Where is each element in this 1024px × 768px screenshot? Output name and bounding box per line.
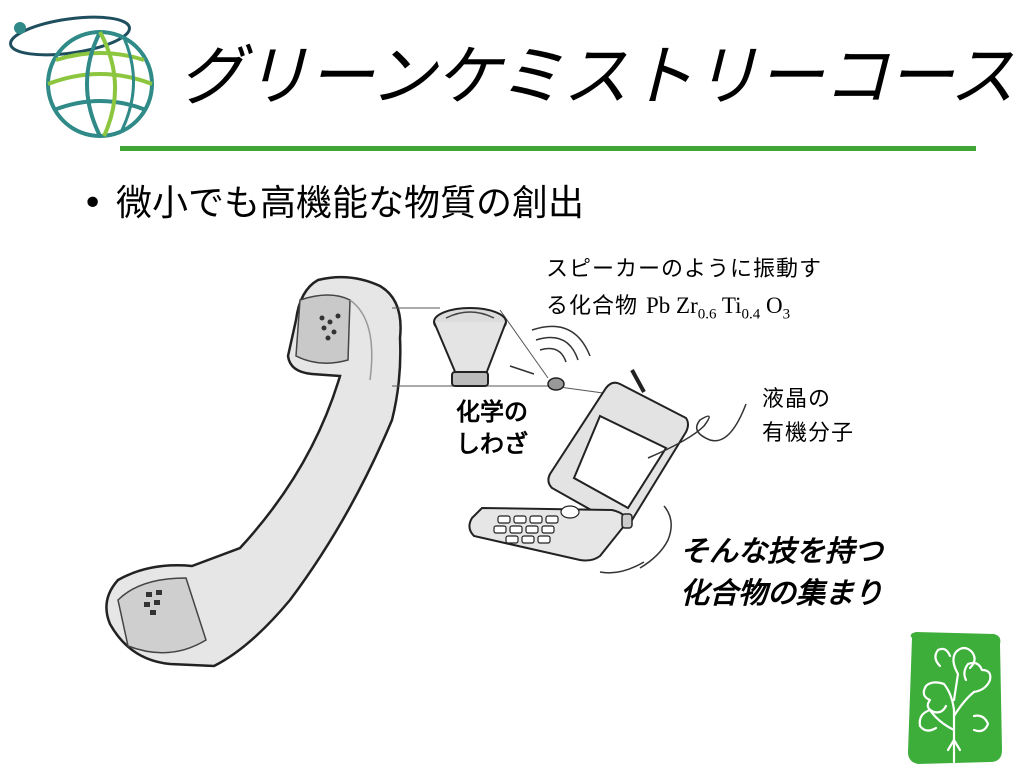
speaker-compound-label: スピーカーのように振動す る化合物 Pb Zr0.6 Ti0.4 O3 [546, 252, 822, 333]
compound-collection-label: そんな技を持つ 化合物の集まり [680, 530, 883, 614]
chemistry-label: 化学の しわざ [456, 396, 528, 460]
formula-o: O [766, 293, 783, 318]
mobile-phone-icon [468, 369, 689, 562]
formula-o-sub: 3 [782, 306, 791, 323]
chemistry-label-line2: しわざ [456, 430, 528, 458]
slide-title: グリーンケミストリーコース [178, 38, 1015, 115]
sound-wave-icon [509, 325, 591, 375]
formula-zr-sub: 0.6 [697, 306, 717, 323]
formula: Pb Zr0.6 Ti0.4 O3 [646, 293, 790, 323]
globe-logo-icon [9, 15, 154, 138]
speaker-label-prefix: る化合物 [546, 294, 646, 319]
speaker-label-line1: スピーカーのように振動す [546, 257, 823, 282]
formula-ti-sub: 0.4 [741, 306, 761, 323]
bullet-item: • 微小でも高機能な物質の創出 [82, 182, 584, 225]
formula-zr: Zr [676, 293, 698, 318]
title-underline [120, 146, 976, 151]
compound-label-line2: 化合物の集まり [680, 576, 884, 610]
speaker-label-line2: る化合物 Pb Zr0.6 Ti0.4 O3 [546, 288, 822, 333]
telephone-handset-icon [105, 275, 402, 668]
compound-label-line1: そんな技を持つ [680, 534, 884, 568]
tree-logo-icon [908, 632, 1002, 764]
bullet-dot: • [82, 183, 104, 224]
liquid-crystal-label-line1: 液晶の [762, 387, 832, 412]
chemistry-label-line1: 化学の [456, 398, 528, 426]
formula-pb: Pb [646, 293, 671, 318]
formula-ti: Ti [721, 293, 742, 318]
liquid-crystal-label-line2: 有機分子 [762, 421, 855, 446]
liquid-crystal-label: 液晶の 有機分子 [762, 383, 854, 451]
bullet-text: 微小でも高機能な物質の創出 [116, 183, 585, 224]
speaker-icon [433, 307, 507, 387]
